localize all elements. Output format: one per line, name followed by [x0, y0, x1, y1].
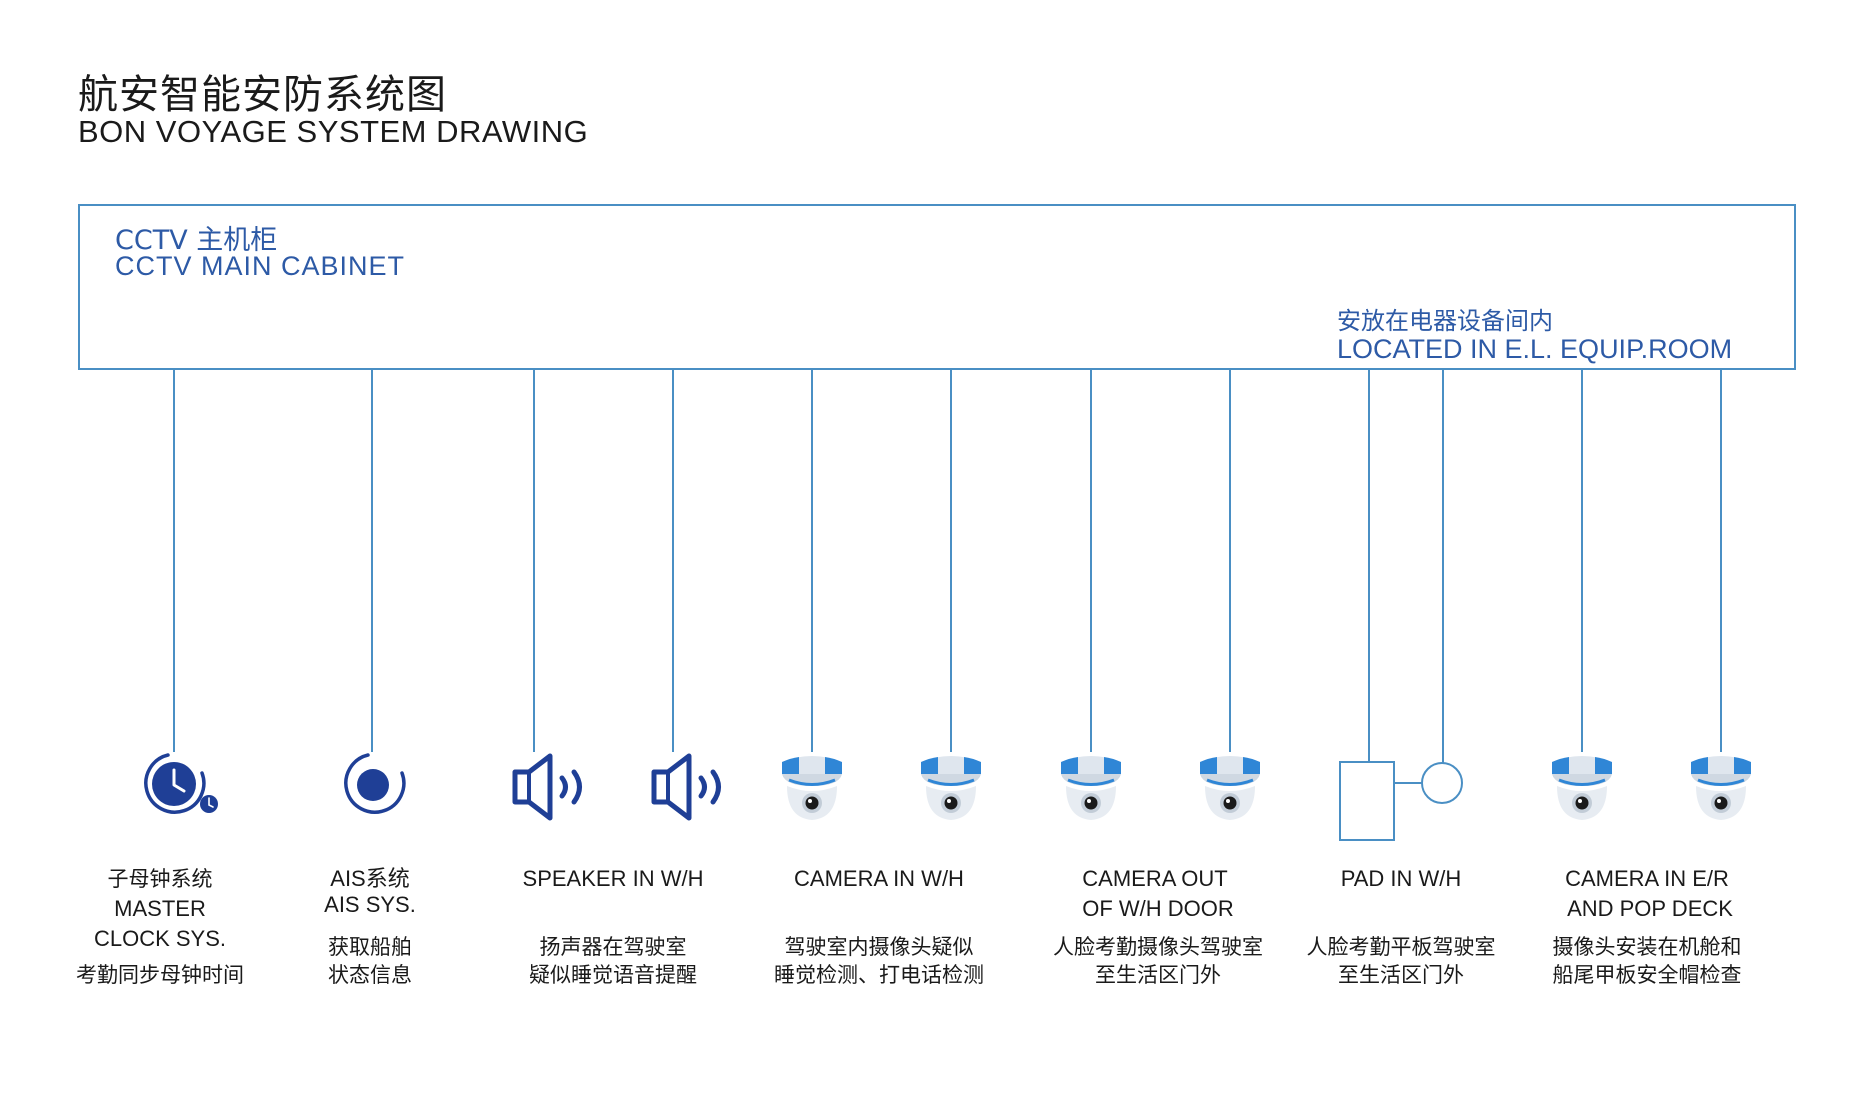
camera-er-label-2: AND POP DECK [1567, 896, 1733, 921]
dome-camera-icon [1691, 756, 1751, 820]
camera-er-desc-1: 摄像头安装在机舱和 [1552, 935, 1742, 959]
clock-label-en-1: MASTER [114, 896, 206, 921]
camera-out-desc-2: 至生活区门外 [1095, 963, 1221, 987]
dome-camera-icon [1552, 756, 1612, 820]
camera-out-label-1: CAMERA OUT [1082, 866, 1228, 891]
cabinet-location-zh: 安放在电器设备间内 [1337, 307, 1553, 335]
speaker-icon [512, 753, 582, 821]
speaker-desc-2: 疑似睡觉语音提醒 [529, 963, 697, 987]
dome-camera-icon [782, 756, 842, 820]
ais-desc-2: 状态信息 [328, 963, 412, 987]
cctv-main-cabinet-box [78, 204, 1796, 370]
camera-wh-desc-2: 睡觉检测、打电话检测 [774, 963, 984, 987]
clock-label-zh: 子母钟系统 [107, 867, 213, 891]
clock-label-en-2: CLOCK SYS. [93, 926, 227, 951]
page-title-zh: 航安智能安防系统图 [78, 72, 447, 118]
cabinet-location-en: LOCATED IN E.L. EQUIP.ROOM [1337, 334, 1733, 364]
pad-desc-1: 人脸考勤平板驾驶室 [1306, 935, 1496, 959]
dome-camera-icon [921, 756, 981, 820]
clock-desc: 考勤同步母钟时间 [76, 963, 244, 987]
ais-desc-1: 获取船舶 [328, 935, 412, 959]
cabinet-name-en: CCTV MAIN CABINET [115, 251, 406, 281]
tablet-icon [1339, 761, 1463, 841]
ais-label-en: AIS SYS. [324, 892, 416, 917]
camera-out-desc-1: 人脸考勤摄像头驾驶室 [1053, 935, 1263, 959]
clock-icon [144, 753, 218, 814]
page-title-en: BON VOYAGE SYSTEM DRAWING [78, 114, 589, 149]
speaker-desc-1: 扬声器在驾驶室 [539, 935, 687, 959]
cabinet-name-zh: CCTV 主机柜 [115, 225, 278, 256]
camera-wh-desc-1: 驾驶室内摄像头疑似 [784, 935, 974, 959]
speaker-label: SPEAKER IN W/H [522, 866, 704, 891]
camera-er-label-1: CAMERA IN E/R [1565, 866, 1729, 891]
dome-camera-icon [1200, 756, 1260, 820]
ais-icon [344, 753, 406, 814]
speaker-icon [651, 753, 721, 821]
pad-label: PAD IN W/H [1340, 866, 1462, 891]
camera-wh-label: CAMERA IN W/H [794, 866, 964, 891]
dome-camera-icon [1061, 756, 1121, 820]
camera-er-desc-2: 船尾甲板安全帽检查 [1552, 963, 1742, 987]
ais-label-zh: AIS系统 [330, 866, 410, 891]
pad-desc-2: 至生活区门外 [1338, 963, 1464, 987]
camera-out-label-2: OF W/H DOOR [1082, 896, 1234, 921]
